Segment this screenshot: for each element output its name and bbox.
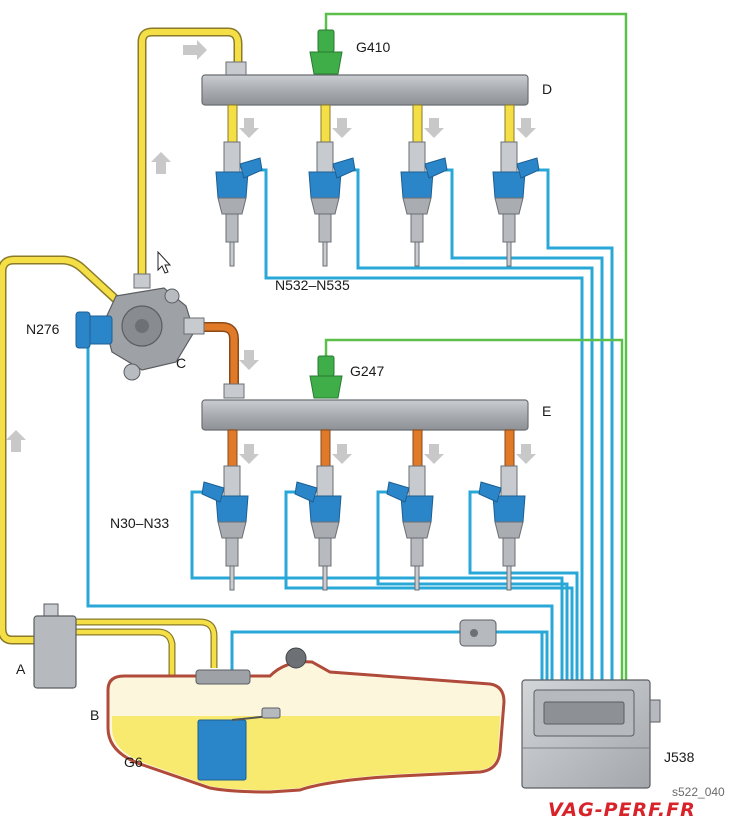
label-g247: G247 xyxy=(350,363,384,379)
labels: G410 D N532–N535 N276 C G247 E N30–N33 A… xyxy=(16,39,725,820)
pressure-sensor-g247 xyxy=(309,355,343,399)
label-g6: G6 xyxy=(124,754,143,770)
mouse-cursor-icon xyxy=(157,250,172,274)
fuel-rail-bottom xyxy=(201,383,529,471)
ecu-j538 xyxy=(521,679,661,789)
label-n276: N276 xyxy=(26,321,60,337)
fuel-rail-top xyxy=(201,61,529,146)
pressure-control-valve-n276 xyxy=(75,311,113,349)
high-pressure-fuel-line xyxy=(200,322,239,386)
injectors-bottom xyxy=(201,465,526,591)
label-b: B xyxy=(90,707,99,723)
fuel-tank xyxy=(106,647,506,794)
high-pressure-pump xyxy=(103,273,205,381)
fuel-unit-a xyxy=(33,603,77,689)
label-c: C xyxy=(176,355,186,371)
label-j538: J538 xyxy=(664,749,695,765)
low-pressure-fuel-lines xyxy=(0,27,243,716)
tank-pump-g6 xyxy=(197,707,281,781)
sensor-wires xyxy=(324,12,628,680)
watermark-logo: VAG-PERF.FR xyxy=(548,799,696,820)
pressure-sensor-g410 xyxy=(309,29,343,75)
label-n30-n33: N30–N33 xyxy=(110,515,169,531)
flow-arrows xyxy=(6,40,536,464)
label-n532-n535: N532–N535 xyxy=(275,277,350,293)
label-e: E xyxy=(542,403,551,419)
label-d: D xyxy=(542,81,552,97)
label-g410: G410 xyxy=(356,39,390,55)
injectors-top xyxy=(215,141,540,267)
small-sensor xyxy=(459,619,497,647)
label-a: A xyxy=(16,661,26,677)
figure-code: s522_040 xyxy=(672,785,725,799)
